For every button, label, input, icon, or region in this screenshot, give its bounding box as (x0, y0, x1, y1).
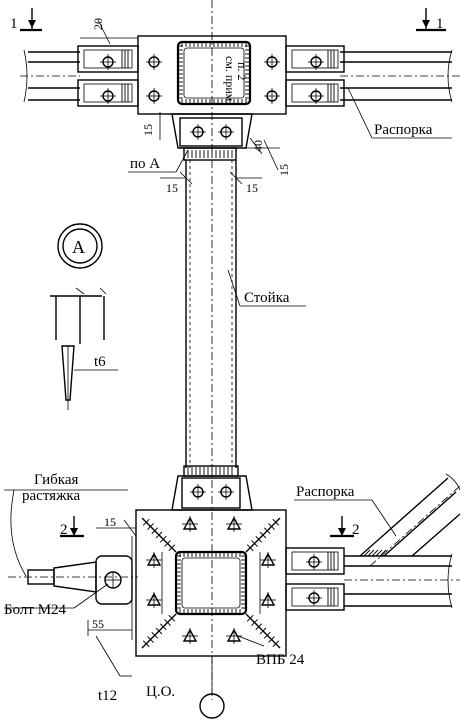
note-line1: см. прим. (223, 56, 237, 104)
diagonal-brace (359, 473, 461, 567)
top-bolt (146, 54, 162, 70)
top-gusset-plate (137, 35, 287, 115)
top-bolt (308, 88, 324, 104)
dimensions-top: 20 15 40 15 15 15 по А Распорка см. прим… (80, 18, 452, 195)
bottom-bolt (182, 628, 198, 644)
section-mark-2-right: 2 (352, 522, 360, 538)
top-bolt-group (100, 54, 324, 140)
top-bolt (218, 124, 234, 140)
po-a-label: по А (130, 156, 160, 172)
top-bolt (308, 54, 324, 70)
detail-a-view: t6 (50, 287, 118, 410)
detail-a-letter: А (72, 237, 85, 257)
bottom-right-beam (285, 547, 460, 611)
note-line2: п. 2 (235, 62, 249, 80)
section-mark-1-right: 1 (416, 8, 446, 32)
section-mark-1-left: 1 (10, 8, 42, 32)
detail-a-callout: А (57, 223, 103, 269)
top-right-splice-plates (285, 45, 345, 107)
top-bolt (264, 88, 280, 104)
bottom-gusset-plate (135, 509, 287, 657)
column-head-plate (171, 113, 253, 161)
gibkaya-line2: растяжка (22, 488, 80, 504)
bottom-bolt (146, 592, 162, 608)
stoyka-leader: Стойка (227, 269, 306, 307)
dim-15-bottom: 15 (104, 515, 116, 529)
center-of-rotation: Ц.О. (146, 656, 225, 719)
top-bolt (100, 88, 116, 104)
bottom-bolt (190, 484, 206, 500)
raspor-top-label: Распорка (374, 122, 433, 138)
bottom-bolt (182, 516, 198, 532)
dim-55: 55 (92, 617, 104, 631)
top-bolt (100, 54, 116, 70)
raspor-bottom-label: Распорка (296, 484, 355, 500)
bottom-bolt (226, 516, 242, 532)
top-right-beam (340, 49, 460, 103)
dim-40: 40 (251, 140, 265, 152)
co-label: Ц.О. (146, 684, 175, 700)
vpb-label: ВПБ 24 (256, 652, 305, 668)
dim-15-b: 15 (277, 164, 291, 176)
dim-15-right: 15 (246, 181, 258, 195)
top-bolt (146, 88, 162, 104)
top-bolt (190, 124, 206, 140)
gibkaya-line1: Гибкая (34, 472, 78, 488)
bottom-bolt (260, 592, 276, 608)
t12-label: t12 (98, 688, 117, 704)
bottom-bolt (218, 484, 234, 500)
section-mark-2-left: 2 (60, 522, 68, 538)
dimensions-bottom: Гибкая растяжка Распорка 2 2 15 Болт М24… (4, 472, 397, 704)
dim-20: 20 (91, 18, 105, 30)
bottom-bolt (146, 552, 162, 568)
bottom-bolt (306, 590, 322, 606)
bottom-bolt (306, 554, 322, 570)
bottom-bolt (260, 552, 276, 568)
bottom-bolt (226, 628, 242, 644)
section-mark-1-right-label: 1 (436, 16, 444, 32)
top-bolt (264, 54, 280, 70)
column-stoyka (185, 160, 237, 468)
section-mark-1-left-label: 1 (10, 16, 18, 32)
bolt-label: Болт М24 (4, 602, 67, 618)
t6-label: t6 (94, 354, 106, 370)
dim-15-left: 15 (166, 181, 178, 195)
stoyka-label: Стойка (244, 290, 290, 306)
bottom-bolt-group (146, 484, 322, 644)
dim-15-a: 15 (141, 124, 155, 136)
top-left-beam (20, 49, 80, 103)
flexible-brace (8, 536, 138, 640)
